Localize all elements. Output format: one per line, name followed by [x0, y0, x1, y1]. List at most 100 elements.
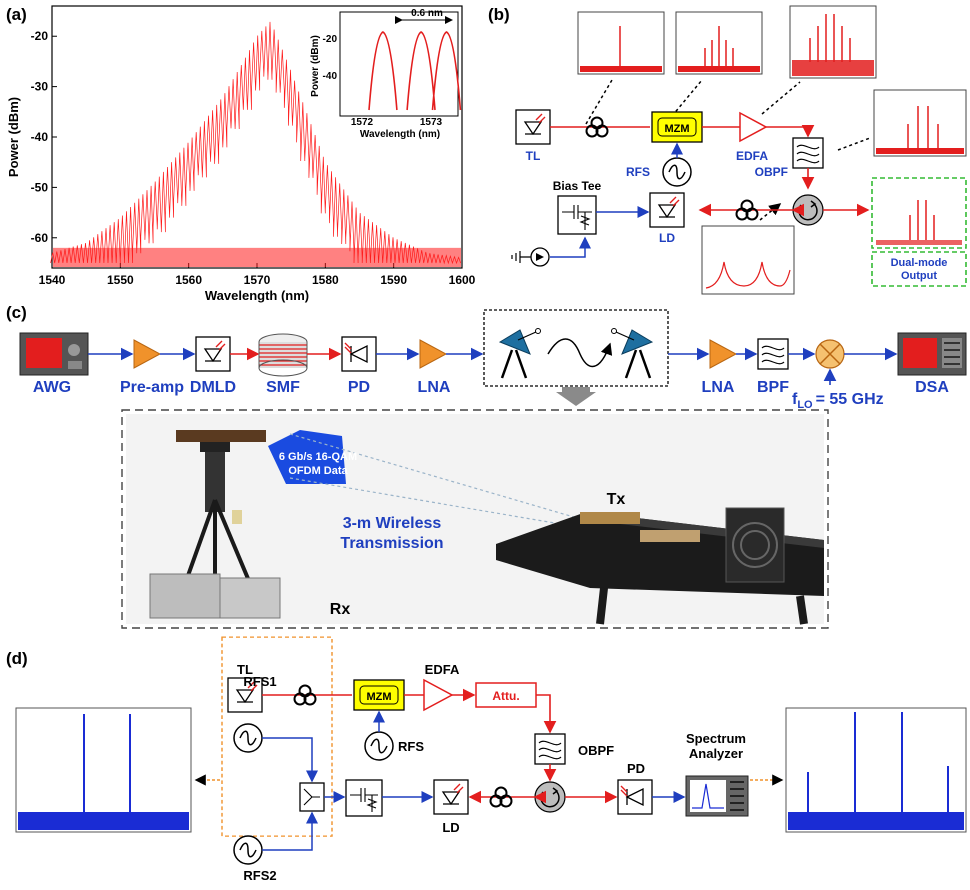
d-attu-label: Attu. [492, 689, 519, 703]
d-rfs1-label: RFS1 [243, 674, 276, 689]
lna-1-icon [419, 339, 448, 369]
spectrum-right-output [785, 707, 967, 833]
lna-2-label: LNA [702, 379, 735, 396]
fiber-coil-icon [585, 116, 609, 138]
d-edfa-label: EDFA [425, 662, 460, 677]
y-tick-label: -60 [31, 231, 49, 245]
experiment-photo: 6 Gb/s 16-QAM OFDM Data 3-m Wireless Tra… [121, 409, 829, 629]
dsa-label: DSA [915, 379, 949, 396]
pd-label: PD [348, 379, 370, 396]
inset-ytick-2: -40 [323, 71, 338, 82]
photo-data-label-1: 6 Gb/s 16-QAM [279, 451, 357, 463]
rfs-source-group-box [221, 636, 333, 837]
d-tl-label: TL [237, 662, 253, 677]
d-mzm-box [353, 679, 405, 711]
lna-1-label: LNA [418, 379, 451, 396]
bias-tee-icon [557, 195, 597, 235]
d-ld-laser-icon [433, 779, 469, 815]
spectrum-left-two-tone [15, 707, 192, 833]
wireless-link-box [483, 309, 669, 387]
inset-y-label: Power (dBm) [310, 35, 321, 97]
panel-label-d: (d) [6, 649, 28, 668]
photo-pointer-arrow [556, 392, 596, 406]
panel-label-c: (c) [6, 303, 27, 322]
dsa-instrument-icon [897, 332, 967, 376]
pd-photodiode-icon [341, 336, 377, 372]
obpf-filter-icon [792, 137, 824, 169]
b-rfs-label: RFS [626, 165, 650, 179]
rfs-oscillator-icon [662, 157, 692, 187]
d-obpf-filter-icon [534, 733, 566, 765]
dmld-laser-icon [195, 336, 231, 372]
rx-tripod [149, 430, 281, 619]
inset-chart: 1572 1573 -20 -40 Wavelength (nm) Power … [310, 8, 462, 140]
x-axis-label: Wavelength (nm) [205, 288, 309, 303]
d-spectrum-label-2: Analyzer [689, 746, 743, 761]
d-pd-label: PD [627, 761, 645, 776]
output-label-2: Output [901, 270, 937, 282]
d-ld-label: LD [442, 820, 459, 835]
dmld-label: DMLD [190, 379, 236, 396]
inset-ytick-1: -20 [323, 34, 338, 45]
d-fiber-coil-icon [293, 684, 317, 706]
panel-label-a: (a) [6, 5, 27, 24]
d-rfs1-oscillator-icon [233, 723, 263, 753]
photo-wireless-label-2: Transmission [340, 535, 443, 552]
x-tick-label: 1570 [244, 273, 271, 287]
d-obpf-label: OBPF [578, 743, 614, 758]
spectrum-analyzer-icon [685, 775, 749, 817]
b-bias-tee-label: Bias Tee [553, 179, 602, 193]
x-tick-label: 1540 [39, 273, 66, 287]
d-edfa-icon [423, 678, 454, 712]
fiber-coil-icon-2 [735, 199, 759, 221]
d-bias-tee-icon [345, 779, 383, 817]
inset-x-label: Wavelength (nm) [360, 129, 440, 140]
inset-trace [368, 31, 462, 111]
d-fiber-coil-icon-2 [489, 786, 513, 808]
panel-c-diagram: AWG Pre-amp DMLD SMF PD LNA [19, 309, 967, 629]
spectrum-thumb-obpf [873, 89, 967, 157]
inset-annotation: 0.6 nm [411, 8, 443, 19]
y-tick-label: -50 [31, 180, 49, 194]
smf-fiber-spool-icon [258, 333, 308, 377]
panel-label-b: (b) [488, 5, 510, 24]
tx-horn-antenna-icon [498, 328, 541, 379]
spectrum-thumb-ld [701, 225, 795, 295]
lna-2-icon [709, 339, 738, 369]
awg-label: AWG [33, 379, 71, 396]
circulator-icon [792, 194, 824, 226]
mzm-box [651, 111, 703, 143]
d-spectrum-label-1: Spectrum [686, 731, 746, 746]
photo-data-label-2: OFDM Data [288, 465, 348, 477]
y-tick-label: -30 [31, 80, 49, 94]
smf-label: SMF [266, 379, 300, 396]
d-rfs-label: RFS [398, 739, 424, 754]
b-ld-label: LD [659, 231, 675, 245]
y-tick-label: -40 [31, 130, 49, 144]
spectrum-thumb-output: Dual-mode Output [871, 177, 967, 287]
rx-label: Rx [330, 601, 351, 618]
b-tl-label: TL [526, 149, 541, 163]
d-rfs2-label: RFS2 [243, 868, 276, 883]
spectrum-thumb-edfa [789, 5, 877, 79]
x-tick-label: 1600 [449, 273, 476, 287]
d-rfs2-oscillator-icon [233, 835, 263, 865]
noise-floor-band [53, 247, 461, 267]
preamp-label: Pre-amp [120, 379, 184, 396]
x-tick-label: 1560 [175, 273, 202, 287]
ld-laser-icon [649, 192, 685, 228]
mixer-icon [815, 339, 845, 369]
d-pd-photodiode-icon [617, 779, 653, 815]
comb-spectrum-trace [50, 21, 461, 265]
spectrum-thumb-tl [577, 11, 665, 75]
edfa-amplifier-icon [739, 111, 768, 143]
d-circulator-icon [534, 781, 566, 813]
rx-horn-antenna-icon [611, 328, 654, 379]
d-mzm-label: MZM [366, 691, 391, 703]
y-axis-label: Power (dBm) [6, 97, 21, 177]
y-tick-label: -20 [31, 29, 49, 43]
